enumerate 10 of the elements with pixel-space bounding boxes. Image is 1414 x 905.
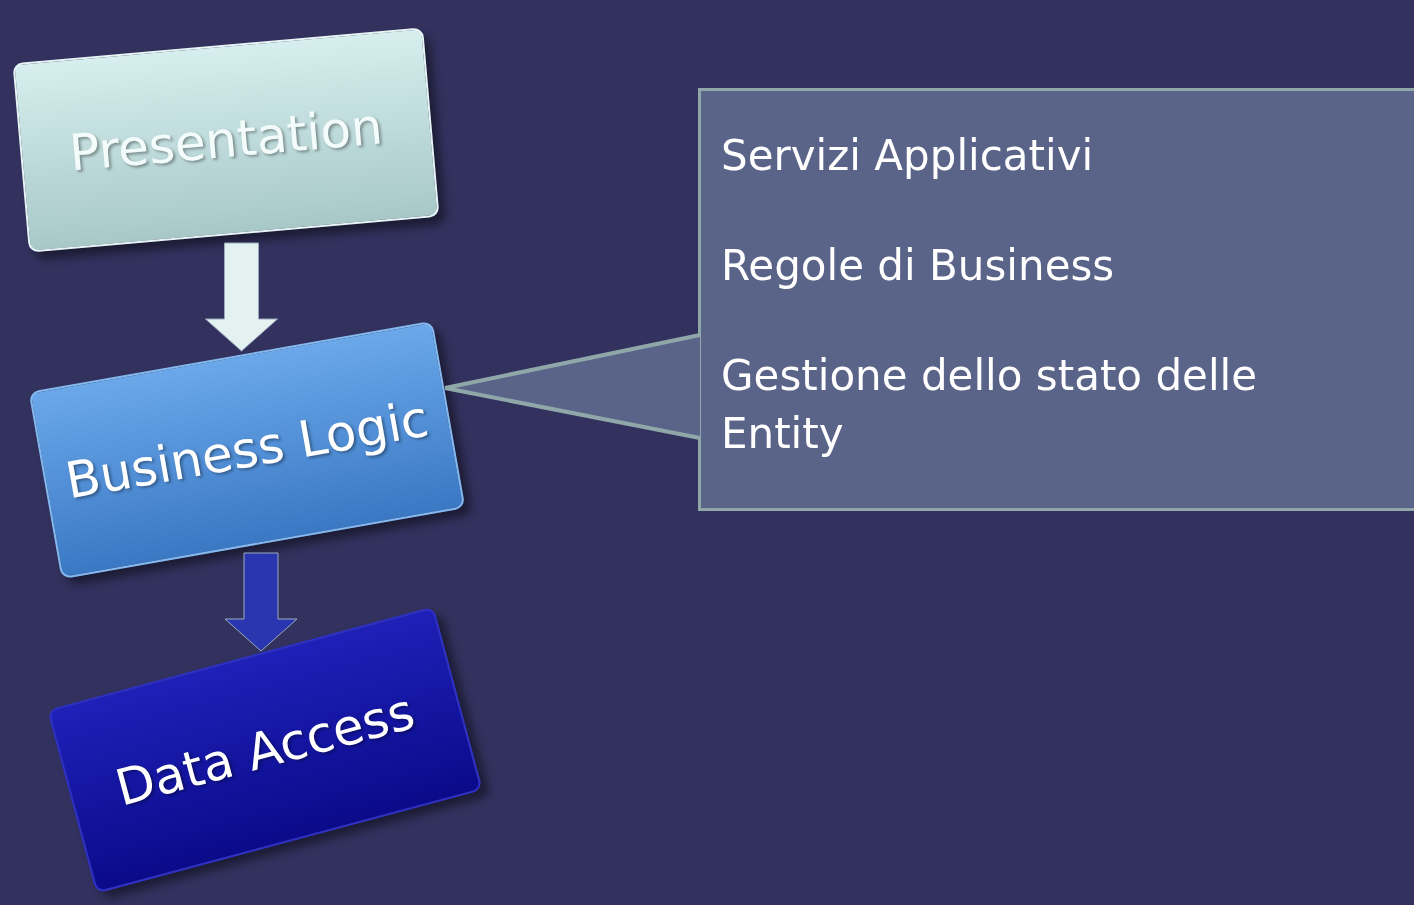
callout-pointer [443,333,702,440]
bullet-text: Gestione dello stato delle Entity [721,350,1259,460]
layer-label: Presentation [66,95,386,185]
layer-label: Business Logic [60,388,434,512]
bullet-text: Servizi Applicativi [721,130,1095,182]
layer-label: Data Access [108,680,422,820]
callout-box [698,88,1414,511]
block-arrow [224,552,298,652]
block-arrow [205,242,278,352]
bullet-text: Regole di Business [721,240,1116,292]
